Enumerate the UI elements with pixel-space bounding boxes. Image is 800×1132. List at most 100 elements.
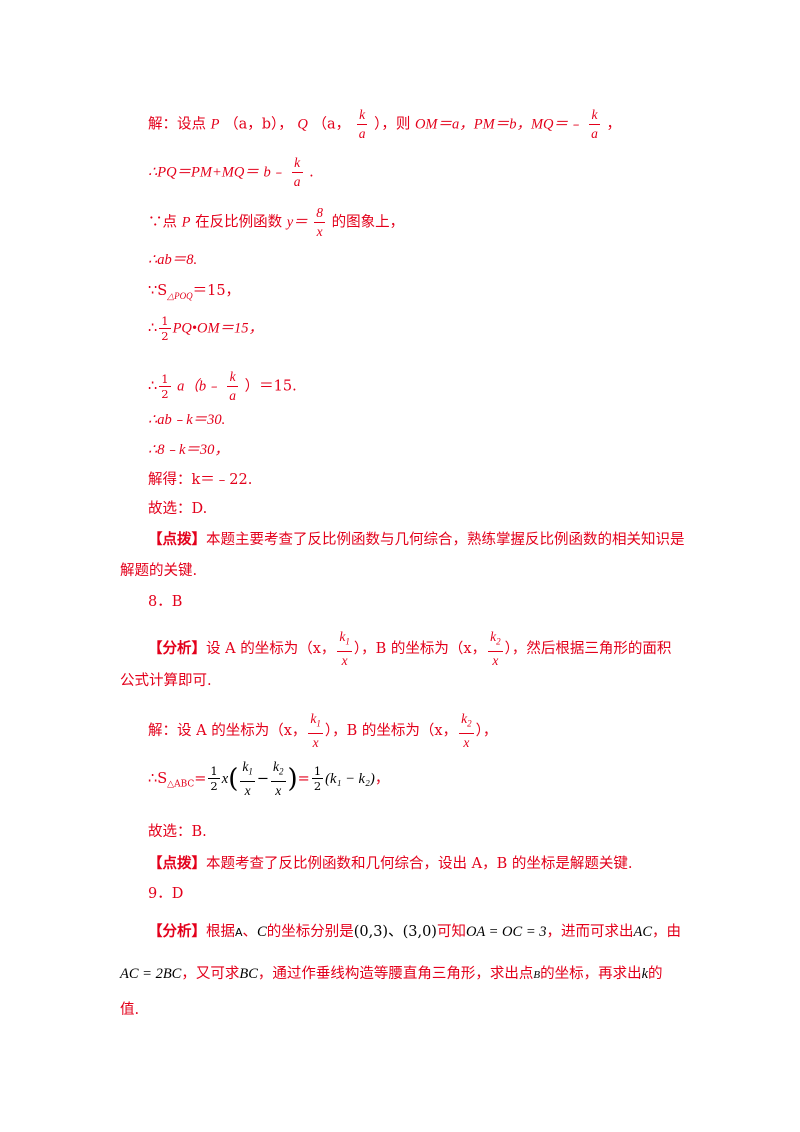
var-p: P <box>181 214 191 231</box>
choice-8: 故选：B. <box>148 824 207 840</box>
text: ），则 <box>374 116 411 133</box>
numerator: k <box>356 106 368 125</box>
text: = <box>194 770 207 787</box>
text: 可知 <box>436 924 466 940</box>
text: ）， <box>475 722 498 739</box>
text: b﹣ <box>263 164 286 181</box>
solution-line-4: ∴ab＝8. <box>148 252 198 268</box>
text: 在反比例函数 <box>195 214 283 231</box>
subscript: 2 <box>496 636 501 647</box>
paren-close: ) <box>287 763 298 794</box>
var-x: x <box>221 770 229 787</box>
denominator: 2 <box>161 329 169 343</box>
text: AC = 2BC <box>120 966 182 982</box>
tip-tag: 【点拨】 <box>148 855 206 872</box>
numerator: k <box>461 711 468 726</box>
paren-open: ( <box>228 763 239 794</box>
text: ＝15， <box>192 283 241 299</box>
text: 解：设 A 的坐标为（x， <box>148 722 307 739</box>
analysis-9-line-3: 值. <box>120 1002 140 1018</box>
solution-line-10: 解得：k＝﹣22. <box>148 472 253 488</box>
solution-line-8: ∴ab﹣k＝30. <box>148 412 226 428</box>
question-8-answer: 8．B <box>148 594 183 610</box>
subscript: 1 <box>316 718 321 729</box>
text: ），然后根据三角形的面积 <box>504 640 672 657</box>
denominator: x <box>316 224 323 239</box>
denominator: x <box>312 734 319 750</box>
numerator: 1 <box>208 764 220 780</box>
text: = <box>297 770 310 787</box>
text: 的坐标分别是 <box>266 924 354 940</box>
text: PQ•OM＝15， <box>172 320 264 337</box>
numerator: k <box>310 711 317 726</box>
analysis-8-continuation: 公式计算即可. <box>120 673 212 689</box>
solution-line-11: 故选：D. <box>148 501 208 517</box>
denominator: x <box>463 734 470 750</box>
analysis-9: 【分析】根据A、C的坐标分别是(0,3)、(3,0)可知OA = OC = 3 ，… <box>148 922 681 943</box>
text: OA = OC = 3 <box>465 924 547 940</box>
text: a（b﹣ <box>177 378 221 395</box>
text: BC <box>239 966 258 982</box>
text: . <box>309 164 314 181</box>
text: ∴ <box>148 320 158 337</box>
subscript: 1 <box>345 636 350 647</box>
denominator: 2 <box>313 779 322 794</box>
text: B <box>533 969 541 981</box>
denominator: x <box>341 652 348 668</box>
tip-tag: 【点拨】 <box>148 531 206 548</box>
text: OM＝a，PM＝b，MQ＝﹣ <box>414 116 583 133</box>
analysis-tag: 【分析】 <box>148 923 206 940</box>
question-9-answer: 9．D <box>148 886 184 902</box>
text: C <box>257 924 267 940</box>
text: （a，b）， <box>224 116 293 133</box>
text: 根据 <box>206 924 235 940</box>
text: 、 <box>242 924 258 940</box>
text: ∴S <box>148 770 168 787</box>
fraction-k1-over-x: k1 x <box>308 710 323 752</box>
denominator: a <box>293 174 301 189</box>
text: ∵点 <box>148 214 177 231</box>
analysis-9-line-2: AC = 2BC，又可求BC，通过作垂线构造等腰直角三角形，求出点B的坐标，再求… <box>120 964 663 985</box>
numerator: 8 <box>314 204 325 223</box>
tip-continuation: 解题的关键. <box>120 563 198 579</box>
text: 设 A 的坐标为（x， <box>206 640 336 657</box>
numerator: k <box>490 629 497 644</box>
text: ∵S <box>148 283 168 299</box>
operator: − <box>256 770 269 787</box>
text: y＝ <box>286 214 308 231</box>
denominator: a <box>229 388 237 403</box>
numerator: k <box>227 368 239 387</box>
var-p: P <box>210 116 220 133</box>
text: (0,3)、(3,0) <box>353 924 437 940</box>
text: ，通过作垂线构造等腰直角三角形，求出点 <box>257 966 534 982</box>
text: ，由 <box>652 924 682 940</box>
denominator: 2 <box>161 387 169 401</box>
numerator: k <box>242 759 249 774</box>
subscript: 1 <box>248 766 253 777</box>
text: A <box>235 926 243 939</box>
numerator: 1 <box>159 314 171 329</box>
subscript: 2 <box>279 766 284 777</box>
denominator: a <box>358 126 366 141</box>
numerator: k <box>273 759 279 774</box>
tip-text: 本题主要考查了反比例函数与几何综合，熟练掌握反比例函数的相关知识是 <box>206 532 685 548</box>
text: ， <box>374 770 390 787</box>
text: ， <box>606 116 621 133</box>
numerator: k <box>589 106 600 125</box>
text: 的图象上， <box>331 214 405 231</box>
text: k <box>641 966 649 982</box>
text: 的 <box>648 966 663 982</box>
